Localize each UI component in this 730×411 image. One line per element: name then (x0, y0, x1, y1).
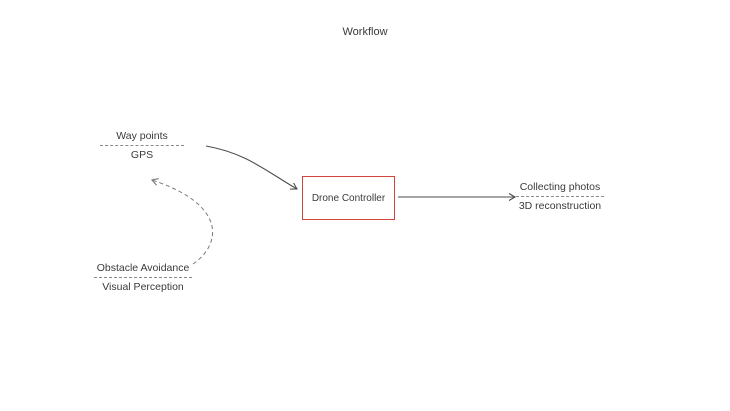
obstacle-node: Obstacle Avoidance Visual Perception (94, 262, 192, 293)
waypoints-node: Way points GPS (100, 130, 184, 161)
drone-controller-box: Drone Controller (302, 176, 395, 220)
dashed-divider (516, 196, 604, 197)
reconstruction-label: 3D reconstruction (518, 200, 602, 212)
waypoints-label: Way points (116, 130, 168, 142)
obstacle-to-waypoints-dashed-arrow (150, 178, 213, 265)
waypoints-to-controller-arrow (205, 145, 298, 190)
dashed-divider (94, 277, 192, 278)
gps-label: GPS (130, 149, 154, 161)
visual-perception-label: Visual Perception (102, 281, 184, 293)
obstacle-avoidance-label: Obstacle Avoidance (96, 262, 190, 274)
collecting-photos-label: Collecting photos (519, 181, 601, 193)
diagram-title: Workflow (342, 26, 388, 38)
output-node: Collecting photos 3D reconstruction (516, 181, 604, 212)
dashed-divider (100, 145, 184, 146)
drone-controller-label: Drone Controller (311, 192, 386, 204)
